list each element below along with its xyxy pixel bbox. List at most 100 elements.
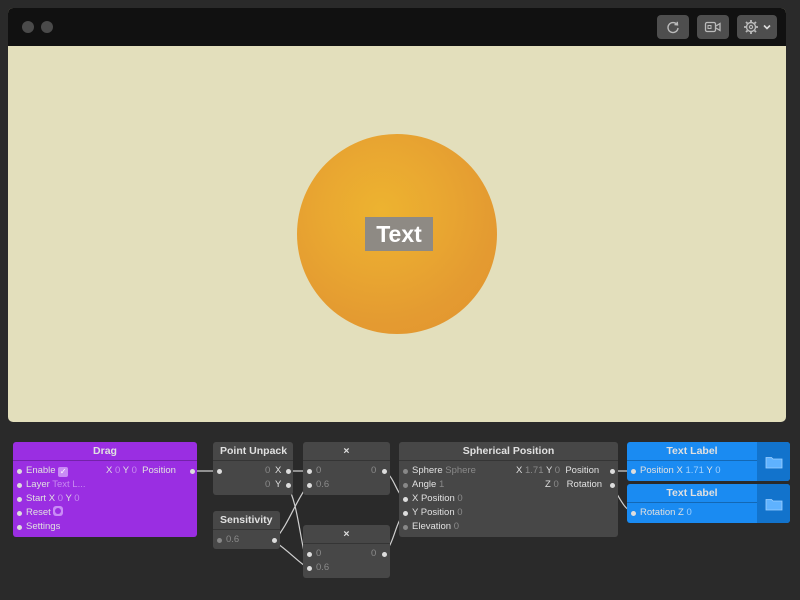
settings-input[interactable]: Settings — [26, 521, 61, 532]
position-input[interactable]: Position X 1.71 Y 0 — [640, 464, 721, 477]
chevron-down-icon — [762, 24, 771, 30]
output-value: 0 — [371, 548, 377, 559]
layer-folder-button[interactable] — [757, 484, 790, 523]
patch-spherical-position[interactable]: Spherical Position Sphere Sphere Angle 1… — [399, 442, 618, 537]
record-button[interactable] — [697, 15, 729, 39]
window-minimize-button[interactable] — [41, 21, 53, 33]
position-output: X 0 Y 0 Position — [106, 464, 176, 477]
checkbox-checked-icon[interactable]: ✓ — [58, 467, 69, 477]
input-port[interactable] — [17, 525, 22, 530]
viewer-titlebar — [8, 8, 786, 46]
input-value[interactable]: 1 — [438, 479, 445, 490]
refresh-button[interactable] — [657, 15, 689, 39]
patch-title: Sensitivity — [213, 511, 280, 530]
patch-title: Point Unpack — [213, 442, 293, 461]
input-value[interactable]: 0.6 — [316, 479, 330, 490]
patch-text-label-rotation[interactable]: Text Label Rotation Z 0 — [627, 484, 790, 523]
angle-input[interactable]: Angle 1 — [412, 478, 444, 491]
input-label: Rotation — [640, 507, 676, 518]
patch-point-unpack[interactable]: Point Unpack 0 X 0 Y — [213, 442, 293, 495]
input-port[interactable] — [403, 469, 408, 474]
input-port[interactable] — [17, 483, 22, 488]
output-label: Z — [545, 479, 551, 490]
input-label: Angle — [412, 479, 437, 490]
x-position-input[interactable]: X Position 0 — [412, 492, 463, 505]
output-port[interactable] — [382, 469, 387, 474]
reset-input[interactable]: Reset — [26, 506, 64, 519]
input-value[interactable]: 0 — [316, 548, 322, 559]
input-value[interactable]: 0 — [57, 493, 63, 504]
input-port[interactable] — [403, 497, 408, 502]
output-label: X — [106, 465, 113, 476]
input-port[interactable] — [307, 566, 312, 571]
position-output: X 1.71 Y 0 Position — [516, 464, 599, 477]
pulse-button-icon[interactable] — [53, 506, 64, 516]
window-close-button[interactable] — [22, 21, 34, 33]
input-label: Reset — [26, 507, 51, 518]
layer-folder-button[interactable] — [757, 442, 790, 481]
enable-input[interactable]: Enable ✓ — [26, 464, 69, 477]
start-input[interactable]: Start X 0 Y 0 — [26, 492, 80, 505]
input-label: Sphere — [412, 465, 443, 476]
y-position-input[interactable]: Y Position 0 — [412, 506, 463, 519]
patch-multiply[interactable]: × 0 0.6 0 — [303, 442, 390, 495]
input-port[interactable] — [17, 469, 22, 474]
input-port[interactable] — [17, 497, 22, 502]
input-port[interactable] — [403, 525, 408, 530]
input-value[interactable]: 0 — [453, 521, 460, 532]
input-port[interactable] — [631, 511, 636, 516]
sphere-input[interactable]: Sphere Sphere — [412, 464, 476, 477]
input-port[interactable] — [217, 469, 222, 474]
output-port[interactable] — [272, 538, 277, 543]
layer-input[interactable]: Layer Text L... — [26, 478, 86, 491]
input-port[interactable] — [217, 538, 222, 543]
output-port[interactable] — [286, 483, 291, 488]
patch-multiply[interactable]: × 0 0.6 0 — [303, 525, 390, 578]
patch-title: × — [303, 525, 390, 544]
patch-sensitivity[interactable]: Sensitivity 0.6 — [213, 511, 280, 549]
input-value[interactable]: 1.71 — [685, 465, 704, 476]
input-port[interactable] — [403, 483, 408, 488]
input-value[interactable]: 0.6 — [316, 562, 330, 573]
output-label: Position — [565, 465, 600, 476]
patch-text-label-position[interactable]: Text Label Position X 1.71 Y 0 — [627, 442, 790, 481]
prototype-canvas: Text — [8, 46, 786, 422]
input-value[interactable]: Text L... — [52, 479, 86, 490]
output-label: Y — [545, 465, 553, 476]
input-port[interactable] — [307, 552, 312, 557]
input-value[interactable]: 0 — [715, 465, 721, 476]
input-port[interactable] — [17, 511, 22, 516]
input-value[interactable]: Sphere — [445, 465, 476, 476]
input-value[interactable]: 0 — [457, 493, 463, 504]
input-value[interactable]: 0 — [316, 465, 322, 476]
input-value[interactable]: 0.6 — [226, 534, 240, 545]
input-label: Y — [706, 465, 713, 476]
input-port[interactable] — [307, 469, 312, 474]
input-port[interactable] — [631, 469, 636, 474]
settings-menu-button[interactable] — [737, 15, 777, 39]
patch-editor: Drag Enable ✓ Layer Text L... Start X 0 … — [0, 422, 800, 600]
input-value[interactable]: 0 — [686, 507, 692, 518]
input-port[interactable] — [307, 483, 312, 488]
output-value: 1.71 — [524, 465, 544, 476]
output-value: 0 — [371, 465, 377, 476]
text-label-layer[interactable]: Text — [365, 217, 433, 251]
input-label: Y Position — [412, 507, 455, 518]
input-label: Start — [26, 493, 47, 504]
input-value[interactable]: 0 — [74, 493, 80, 504]
output-label: Y — [122, 465, 129, 476]
output-port[interactable] — [190, 469, 195, 474]
rotation-input[interactable]: Rotation Z 0 — [640, 506, 692, 519]
output-value: 0 — [131, 465, 137, 476]
elevation-input[interactable]: Elevation 0 — [412, 520, 459, 533]
output-port[interactable] — [610, 483, 615, 488]
patch-drag[interactable]: Drag Enable ✓ Layer Text L... Start X 0 … — [13, 442, 197, 537]
output-value: 0 — [114, 465, 121, 476]
patch-title: Text Label — [627, 484, 757, 503]
input-value[interactable]: 0 — [457, 507, 463, 518]
output-port[interactable] — [382, 552, 387, 557]
input-port[interactable] — [403, 511, 408, 516]
output-port[interactable] — [286, 469, 291, 474]
output-port[interactable] — [610, 469, 615, 474]
input-label: Position — [640, 465, 674, 476]
